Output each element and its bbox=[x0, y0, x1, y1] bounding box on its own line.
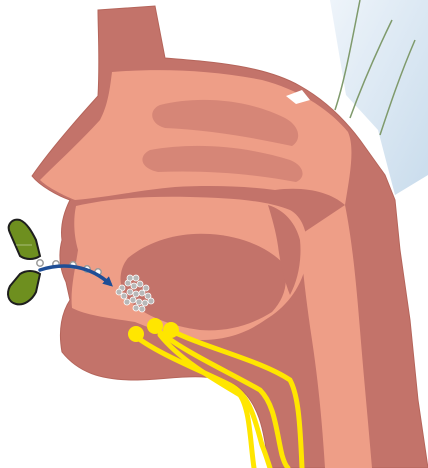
nerve-node bbox=[128, 326, 144, 342]
capsule-icon bbox=[8, 220, 40, 305]
capsule-lower-half bbox=[8, 271, 40, 304]
nerve-node bbox=[163, 322, 179, 338]
nerve-node bbox=[147, 318, 163, 334]
capsule-upper-half bbox=[9, 220, 40, 259]
